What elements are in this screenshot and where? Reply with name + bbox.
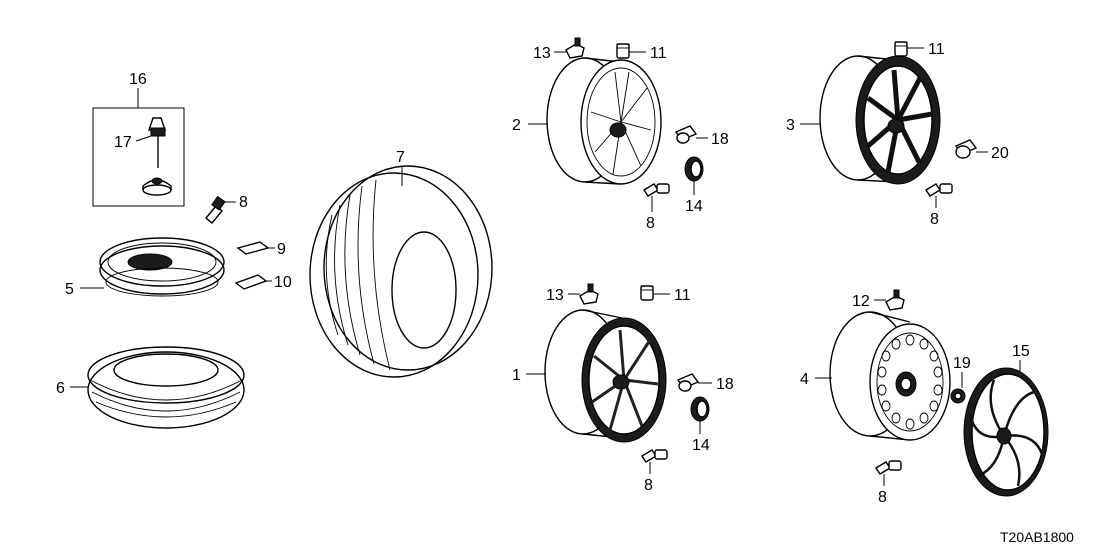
cap-nut-11a[interactable] [616, 43, 630, 59]
callout-17: 17 [114, 134, 132, 151]
callout-10: 10 [274, 274, 292, 291]
callout-13: 13 [546, 287, 564, 304]
wheel-nut-18b[interactable] [676, 373, 700, 392]
air-valve-8d[interactable] [641, 449, 668, 463]
balance-weight-9[interactable] [236, 241, 270, 255]
callout-8: 8 [644, 477, 653, 494]
valve-grommet[interactable] [142, 177, 172, 196]
air-valve-8b[interactable] [643, 183, 670, 197]
callout-6: 6 [56, 380, 65, 397]
center-cap-14a[interactable] [684, 156, 704, 182]
wheel-nut-18a[interactable] [674, 125, 698, 144]
callout-14: 14 [685, 198, 703, 215]
callout-11: 11 [650, 45, 667, 62]
callout-7: 7 [396, 149, 405, 166]
callout-1: 1 [512, 367, 521, 384]
cap-nut-11b[interactable] [894, 41, 908, 57]
tire-7[interactable] [309, 165, 493, 378]
callout-14: 14 [692, 437, 710, 454]
callout-15: 15 [1012, 343, 1030, 360]
wheel-cover-15[interactable] [963, 367, 1049, 497]
tpms-sensor-13b[interactable] [579, 283, 599, 305]
valve-kit-group [92, 88, 185, 207]
steel-wheel-4[interactable] [829, 311, 951, 441]
air-valve-8c[interactable] [925, 183, 953, 197]
callout-11: 11 [928, 41, 945, 58]
callout-18: 18 [711, 131, 729, 148]
callout-labels: 16 17 8 9 10 5 6 7 13 11 2 18 14 8 11 3 … [56, 41, 1074, 545]
cap-nut-11c[interactable] [640, 285, 654, 301]
wheel-nut-19[interactable] [950, 388, 966, 404]
callout-13: 13 [533, 45, 551, 62]
callout-20: 20 [991, 145, 1009, 162]
tpms-sensor-12[interactable] [885, 289, 905, 311]
center-cap-14b[interactable] [690, 396, 710, 422]
air-valve-8a[interactable] [205, 195, 226, 224]
diagram-code: T20AB1800 [1000, 529, 1074, 545]
callout-12: 12 [852, 293, 870, 310]
spare-steel-wheel-5[interactable] [99, 237, 225, 297]
callout-8: 8 [239, 194, 248, 211]
callout-11: 11 [674, 287, 691, 304]
callout-4: 4 [800, 371, 809, 388]
callout-19: 19 [953, 355, 971, 372]
callout-8: 8 [930, 211, 939, 228]
callout-16: 16 [129, 71, 147, 88]
wheel-nut-20[interactable] [954, 139, 978, 159]
alloy-wheel-2[interactable] [546, 57, 662, 185]
callout-2: 2 [512, 117, 521, 134]
callout-8: 8 [878, 489, 887, 506]
callout-5: 5 [65, 281, 74, 298]
callout-9: 9 [277, 241, 286, 258]
alloy-wheel-1[interactable] [544, 309, 667, 443]
callout-8: 8 [646, 215, 655, 232]
balance-weight-10[interactable] [234, 274, 268, 290]
alloy-wheel-3[interactable] [819, 55, 941, 185]
air-valve-8e[interactable] [875, 460, 902, 475]
callout-3: 3 [786, 117, 795, 134]
callout-18: 18 [716, 376, 734, 393]
spare-tire-6[interactable] [87, 346, 245, 429]
valve-stem-17[interactable] [148, 117, 166, 168]
tpms-sensor-13a[interactable] [565, 37, 585, 59]
